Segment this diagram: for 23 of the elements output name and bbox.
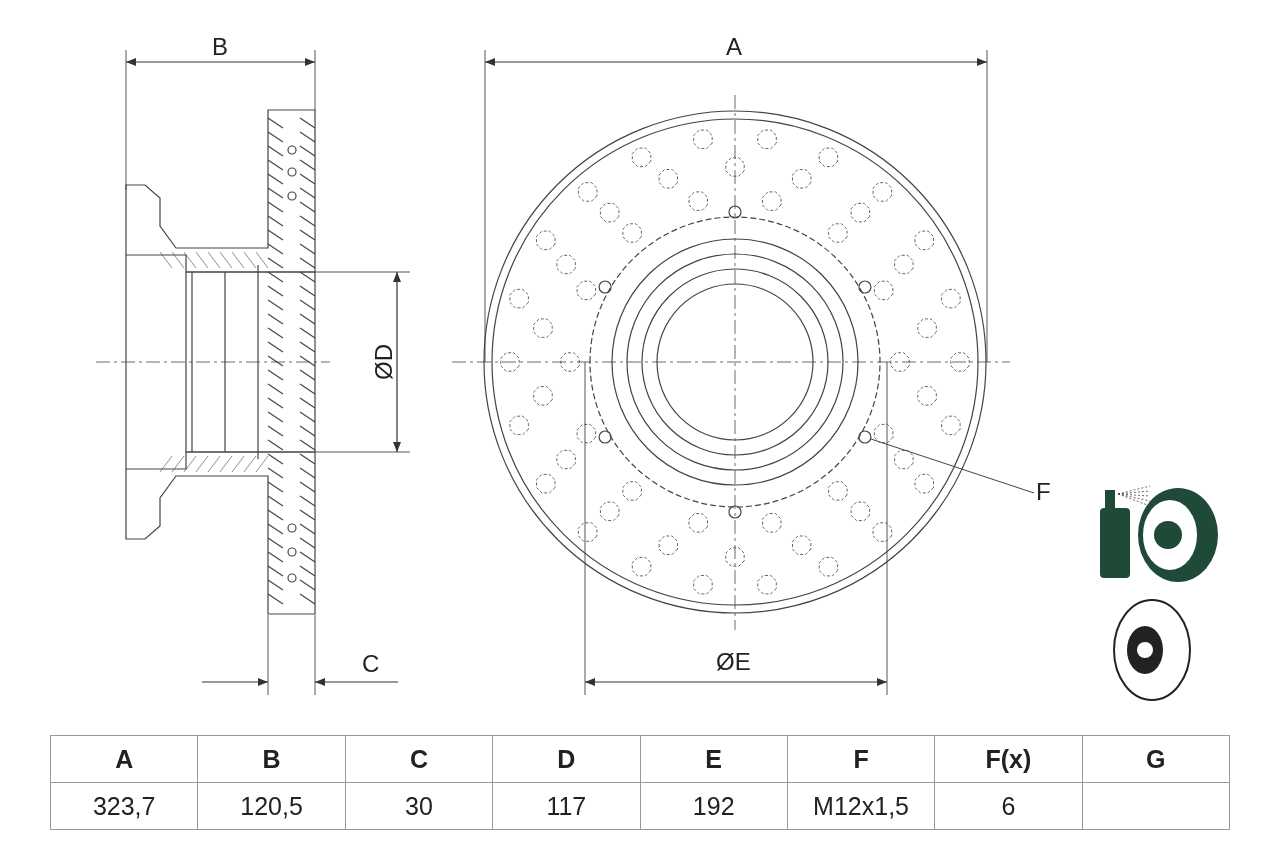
header-cell: F [787,735,935,783]
dimension-label: ØE [716,650,751,674]
dimension-label: ØD [372,344,396,380]
dimension-label: B [212,35,228,59]
header-cell: C [345,735,493,783]
value-cell: M12x1,5 [787,782,935,830]
dimension-label: A [726,35,742,59]
dimension-label: C [362,652,380,676]
value-cell: 117 [492,782,640,830]
header-cell: D [492,735,640,783]
header-cell: G [1082,735,1230,783]
value-cell: 6 [934,782,1083,830]
header-cell: B [197,735,346,783]
callout-letter: F [1036,480,1051,504]
value-cell: 192 [640,782,788,830]
header-cell: A [50,735,198,783]
leader-line [870,438,1035,494]
value-cell: 323,7 [50,782,198,830]
header-cell: F(x) [934,735,1083,783]
value-cell: 30 [345,782,493,830]
value-cell: 120,5 [197,782,346,830]
header-cell: E [640,735,788,783]
bolt-hole [858,430,872,444]
